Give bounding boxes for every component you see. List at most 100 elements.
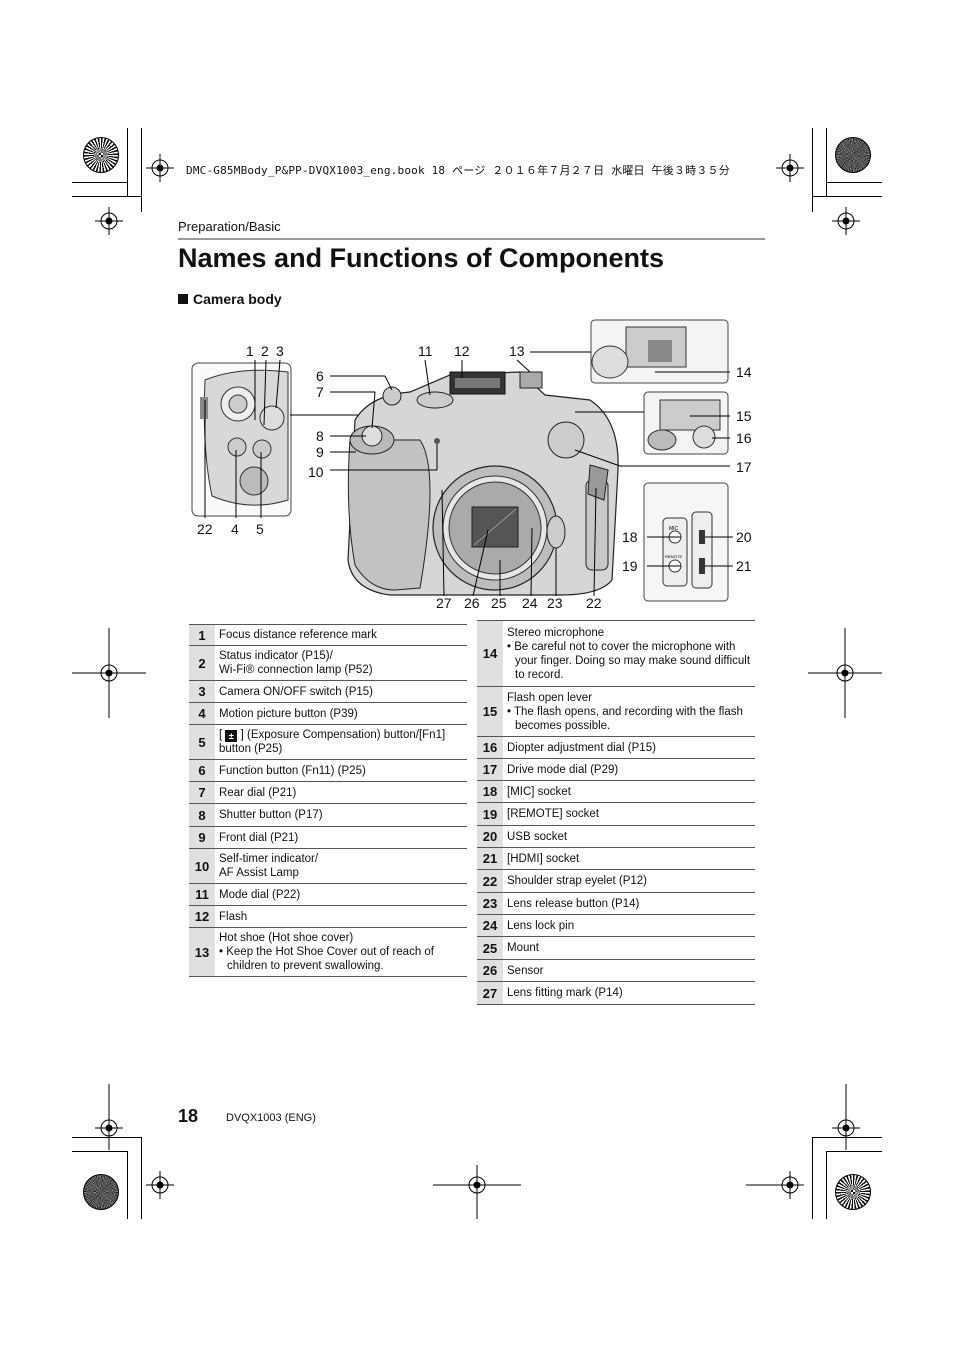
item-description: Mount (507, 942, 539, 954)
crosshair-icon (146, 1171, 174, 1199)
item-number: 27 (477, 981, 503, 1005)
callout-9: 9 (316, 444, 324, 460)
description-line: Hot shoe (Hot shoe cover) (219, 932, 354, 944)
table-row: 2 Status indicator (P15)/ Wi-Fi® connectio… (189, 645, 467, 681)
viewfinder-inset (643, 391, 729, 455)
description-note: The flash opens, and recording with the … (507, 705, 751, 733)
callout-14: 14 (736, 364, 752, 380)
table-row: 15 Flash open leverThe flash opens, and r… (477, 686, 755, 737)
item-number: 6 (189, 759, 215, 782)
table-row: 19 [REMOTE] socket (477, 802, 755, 826)
item-description: Camera ON/OFF switch (P15) (219, 685, 373, 698)
description-line: Wi-Fi® connection lamp (P52) (219, 664, 373, 676)
item-number: 5 (189, 724, 215, 760)
item-number: 15 (477, 686, 503, 737)
callout-26: 26 (464, 595, 480, 611)
item-description: Flash (219, 910, 248, 923)
item-number: 19 (477, 802, 503, 826)
item-description: Shoulder strap eyelet (P12) (507, 875, 647, 887)
table-row: 25 Mount (477, 936, 755, 960)
item-number: 23 (477, 892, 503, 915)
item-number: 18 (477, 780, 503, 803)
callout-16: 16 (736, 430, 752, 446)
table-row: 5[ ± ] (Exposure Compensation) button/[F… (189, 724, 467, 760)
item-description: Lens lock pin (507, 919, 575, 932)
item-description: Focus distance reference mark (219, 629, 377, 641)
table-row: 22 Shoulder strap eyelet (P12) (477, 869, 755, 893)
description-note: Be careful not to cover the microphone w… (507, 640, 751, 682)
callout-5: 5 (256, 521, 264, 537)
callout-15: 15 (736, 408, 752, 424)
item-number: 24 (477, 914, 503, 937)
description-line: Status indicator (P15)/ (219, 650, 333, 662)
callout-17: 17 (736, 459, 752, 475)
callout-20: 20 (736, 529, 752, 545)
table-row: 6 Function button (Fn11) (P25) (189, 759, 467, 782)
crosshair-icon (95, 1084, 123, 1150)
description-line: Stereo microphone (507, 626, 605, 639)
callout-2: 2 (261, 343, 269, 359)
registration-starburst-icon (83, 1174, 119, 1210)
item-description: Rear dial (P21) (219, 786, 297, 799)
item-description: Shutter button (P17) (219, 809, 323, 821)
item-description: [REMOTE] socket (507, 808, 600, 820)
callout-3: 3 (276, 343, 284, 359)
table-row: 21[HDMI] socket (477, 847, 755, 870)
item-description: Sensor (507, 964, 544, 977)
callout-12: 12 (454, 343, 470, 359)
subheading: Camera body (178, 291, 282, 307)
registration-starburst-icon (835, 1174, 871, 1210)
item-description: Function button (Fn11) (P25) (219, 764, 366, 777)
callout-10: 10 (308, 464, 324, 480)
item-description: Front dial (P21) (219, 831, 299, 844)
description-note: Keep the Hot Shoe Cover out of reach of … (219, 945, 463, 973)
item-description: Lens release button (P14) (507, 897, 640, 910)
camera-diagram: MIC REMOTE (191, 319, 733, 602)
table-row: 27 Lens fitting mark (P14) (477, 981, 755, 1005)
crosshair-icon (808, 628, 882, 718)
square-bullet-icon (178, 294, 188, 304)
item-number: 14 (477, 620, 503, 687)
table-row: 23 Lens release button (P14) (477, 892, 755, 915)
item-number: 2 (189, 645, 215, 681)
item-number: 17 (477, 758, 503, 781)
item-description: [ ± ] (Exposure Compensation) button/[Fn… (215, 725, 467, 760)
crosshair-icon (832, 1084, 860, 1150)
item-number: 9 (189, 826, 215, 849)
table-row: 24 Lens lock pin (477, 914, 755, 937)
callout-19: 19 (622, 558, 638, 574)
document-code: DVQX1003 (ENG) (226, 1112, 316, 1124)
item-description: Mode dial (P22) (219, 888, 301, 901)
registration-starburst-icon (835, 137, 871, 173)
description-line: Self-timer indicator/ (219, 853, 319, 865)
description-line: Flash open lever (507, 691, 593, 704)
description-line: AF Assist Lamp (219, 867, 299, 879)
crosshair-icon (95, 207, 123, 235)
table-row: 9 Front dial (P21) (189, 826, 467, 849)
description-line: button (P25) (219, 743, 283, 755)
callout-22: 22 (586, 595, 602, 611)
item-description: Lens fitting mark (P14) (507, 987, 623, 999)
item-number: 22 (477, 869, 503, 893)
item-description: Stereo microphoneBe careful not to cover… (503, 621, 755, 687)
remote-label: REMOTE (665, 554, 682, 559)
item-number: 20 (477, 825, 503, 848)
callout-7: 7 (316, 384, 324, 400)
item-description: Motion picture button (P39) (219, 707, 358, 720)
item-number: 25 (477, 936, 503, 960)
item-number: 4 (189, 702, 215, 725)
item-description: [HDMI] socket (507, 852, 580, 865)
mic-label: MIC (669, 526, 679, 532)
description-text: ] (Exposure Compensation) button/[Fn1] (240, 729, 446, 741)
callout-27: 27 (436, 595, 452, 611)
